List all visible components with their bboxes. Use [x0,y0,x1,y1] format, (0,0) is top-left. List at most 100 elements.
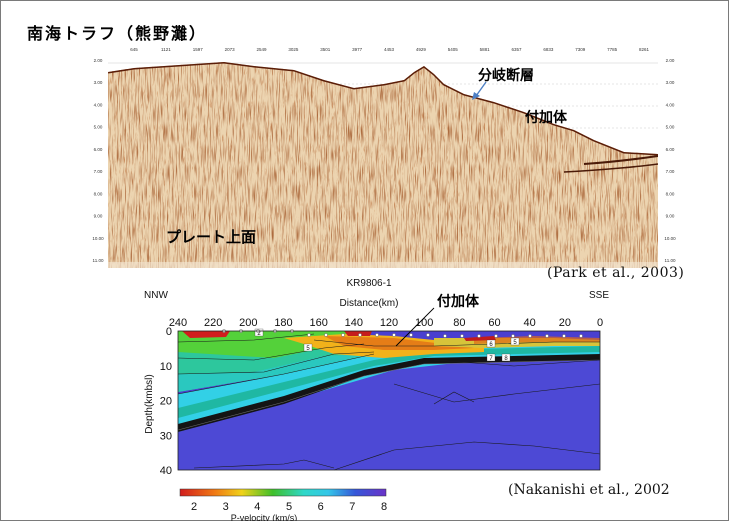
colorbar-tick: 2 [191,501,197,513]
depth-tick-left: 2.00 [94,58,103,63]
trace-number: 7309 [575,47,586,52]
trace-number: 5881 [480,47,491,52]
y-tick: 40 [160,465,172,477]
trace-number: 3977 [352,47,363,52]
contour-label: 8 [504,356,508,362]
trace-number: 8261 [639,47,650,52]
x-tick: 40 [524,317,536,329]
plate-top-label: プレート上面 [166,228,257,246]
station-marker [477,334,481,338]
x-tick: 220 [204,317,222,329]
x-tick: 240 [169,317,187,329]
station-marker [443,334,447,338]
depth-tick-right: 6.00 [666,147,675,152]
depth-tick-left: 3.00 [94,80,103,85]
station-marker [409,333,413,337]
colorbar-tick: 5 [286,501,292,513]
contour-label-box [486,353,496,362]
depth-tick-left: 6.00 [94,147,103,152]
station-marker [545,334,549,338]
contour-label-box [254,328,264,337]
x-tick: 160 [309,317,327,329]
depth-tick-left: 8.00 [94,191,103,196]
colorbar-tick: 3 [223,501,229,513]
depth-tick-left: 4.00 [94,102,103,107]
trace-number: 1121 [161,47,171,52]
x-tick: 100 [415,317,433,329]
contour-label: 5 [306,346,310,352]
depth-tick-right: 8.00 [666,191,675,196]
trace-number: 6833 [543,47,554,52]
station-marker [511,334,515,338]
contour-label: 7 [489,356,493,362]
station-marker [375,333,379,337]
depth-tick-right: 10.00 [664,236,676,241]
station-marker [494,334,498,338]
direction-right: SSE [589,290,609,301]
depth-tick-right: 9.00 [666,214,675,219]
contour-label-box [501,353,511,362]
y-tick: 30 [160,430,172,442]
depth-tick-right: 7.00 [666,169,675,174]
trace-number: 2073 [225,47,236,52]
y-tick: 10 [160,361,172,373]
splay-fault-label: 分岐断層 [478,68,534,84]
depth-tick-right: 3.00 [666,80,675,85]
nakanishi-citation: (Nakanishi et al., 2002 [508,482,670,498]
station-marker [341,333,345,337]
x-tick: 140 [345,317,363,329]
station-marker [460,334,464,338]
x-tick: 180 [274,317,292,329]
contour-label: 5 [513,340,517,346]
depth-tick-right: 5.00 [666,125,675,130]
station-marker [426,333,430,337]
trace-number: 3501 [320,47,331,52]
depth-tick-left: 7.00 [94,169,103,174]
trace-number: 7785 [607,47,618,52]
depth-tick-right: 2.00 [666,58,675,63]
station-marker [324,333,328,337]
trace-number: 1597 [193,47,204,52]
trace-number: 3025 [288,47,299,52]
contour-label: 2 [257,331,261,337]
x-tick: 20 [559,317,571,329]
x-tick: 200 [239,317,257,329]
y-tick: 20 [160,396,172,408]
depth-axis-right: 2.003.004.005.006.007.008.009.0010.0011.… [664,58,676,263]
depth-tick-left: 11.00 [93,258,104,263]
contour-label-box [510,337,520,346]
y-tick-labels: 0 10 20 30 40 [160,326,172,477]
station-marker [579,334,583,338]
splay-fault-arrow [475,81,487,97]
depth-tick-left: 5.00 [94,125,103,130]
depth-axis-left: 2.00 3.00 4.00 5.00 6.00 7.00 8.00 9.00 10.00 11.… [92,58,104,263]
colorbar-label: P-velocity (km/s) [231,513,298,521]
station-marker [392,333,396,337]
contour-label-box [486,339,496,348]
x-tick: 0 [597,317,603,329]
accretionary-prism-label: 付加体 [525,110,567,126]
trace-number: 6357 [511,47,522,52]
park-citation: (Park et al., 2003) [547,265,685,281]
y-tick: 0 [166,326,172,338]
colorbar [179,488,387,497]
depth-tick-right: 4.00 [666,102,675,107]
station-marker [528,334,532,338]
station-marker [562,334,566,338]
y-axis-label: Depth(kmbsl) [144,374,155,433]
colorbar-tick: 8 [381,501,387,513]
station-marker [358,333,362,337]
x-axis-label: Distance(km) [340,298,399,309]
trace-number: 2549 [256,47,267,52]
depth-tick-left: 9.00 [94,214,103,219]
x-tick: 80 [453,317,465,329]
trace-number: 4453 [384,47,395,52]
line-name: KR9806-1 [346,278,391,289]
depth-tick-left: 10.00 [92,236,104,241]
